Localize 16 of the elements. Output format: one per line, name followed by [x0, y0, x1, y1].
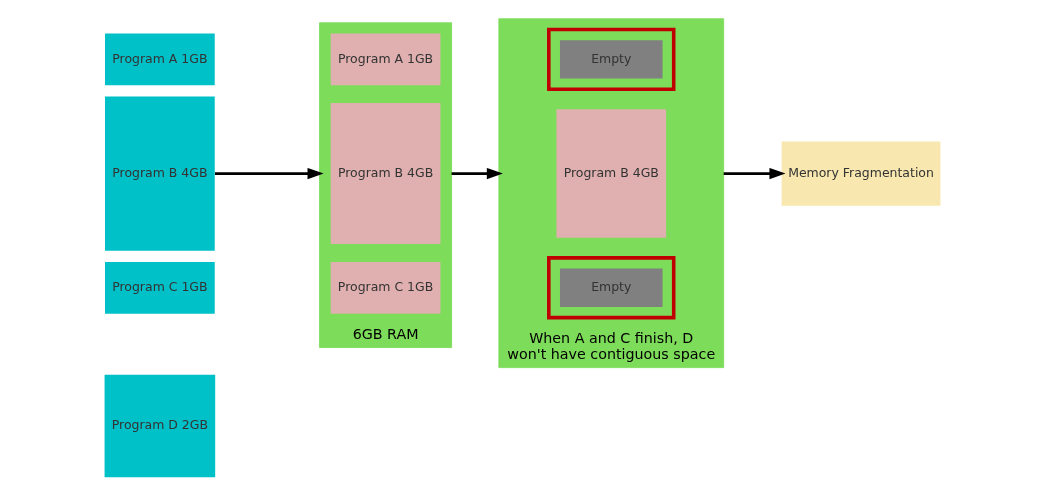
cluster [546, 27, 675, 92]
arrow [723, 167, 786, 180]
node-box: Program C 1GB [104, 261, 215, 314]
node-box: Program A 1GB [330, 33, 440, 86]
node-box: Empty [559, 268, 663, 307]
node-box: Memory Fragmentation [781, 141, 940, 206]
node-box: Program B 4GB [330, 103, 440, 245]
node-box: Program C 1GB [330, 261, 440, 314]
node-box: Program B 4GB [104, 96, 215, 251]
node-box: Program D 2GB [104, 374, 215, 478]
arrow [451, 167, 503, 180]
node-box: Empty [559, 40, 663, 79]
node-box: Program A 1GB [104, 33, 215, 86]
node-box: Program B 4GB [555, 109, 666, 238]
cluster [546, 256, 675, 320]
arrow [214, 167, 324, 180]
